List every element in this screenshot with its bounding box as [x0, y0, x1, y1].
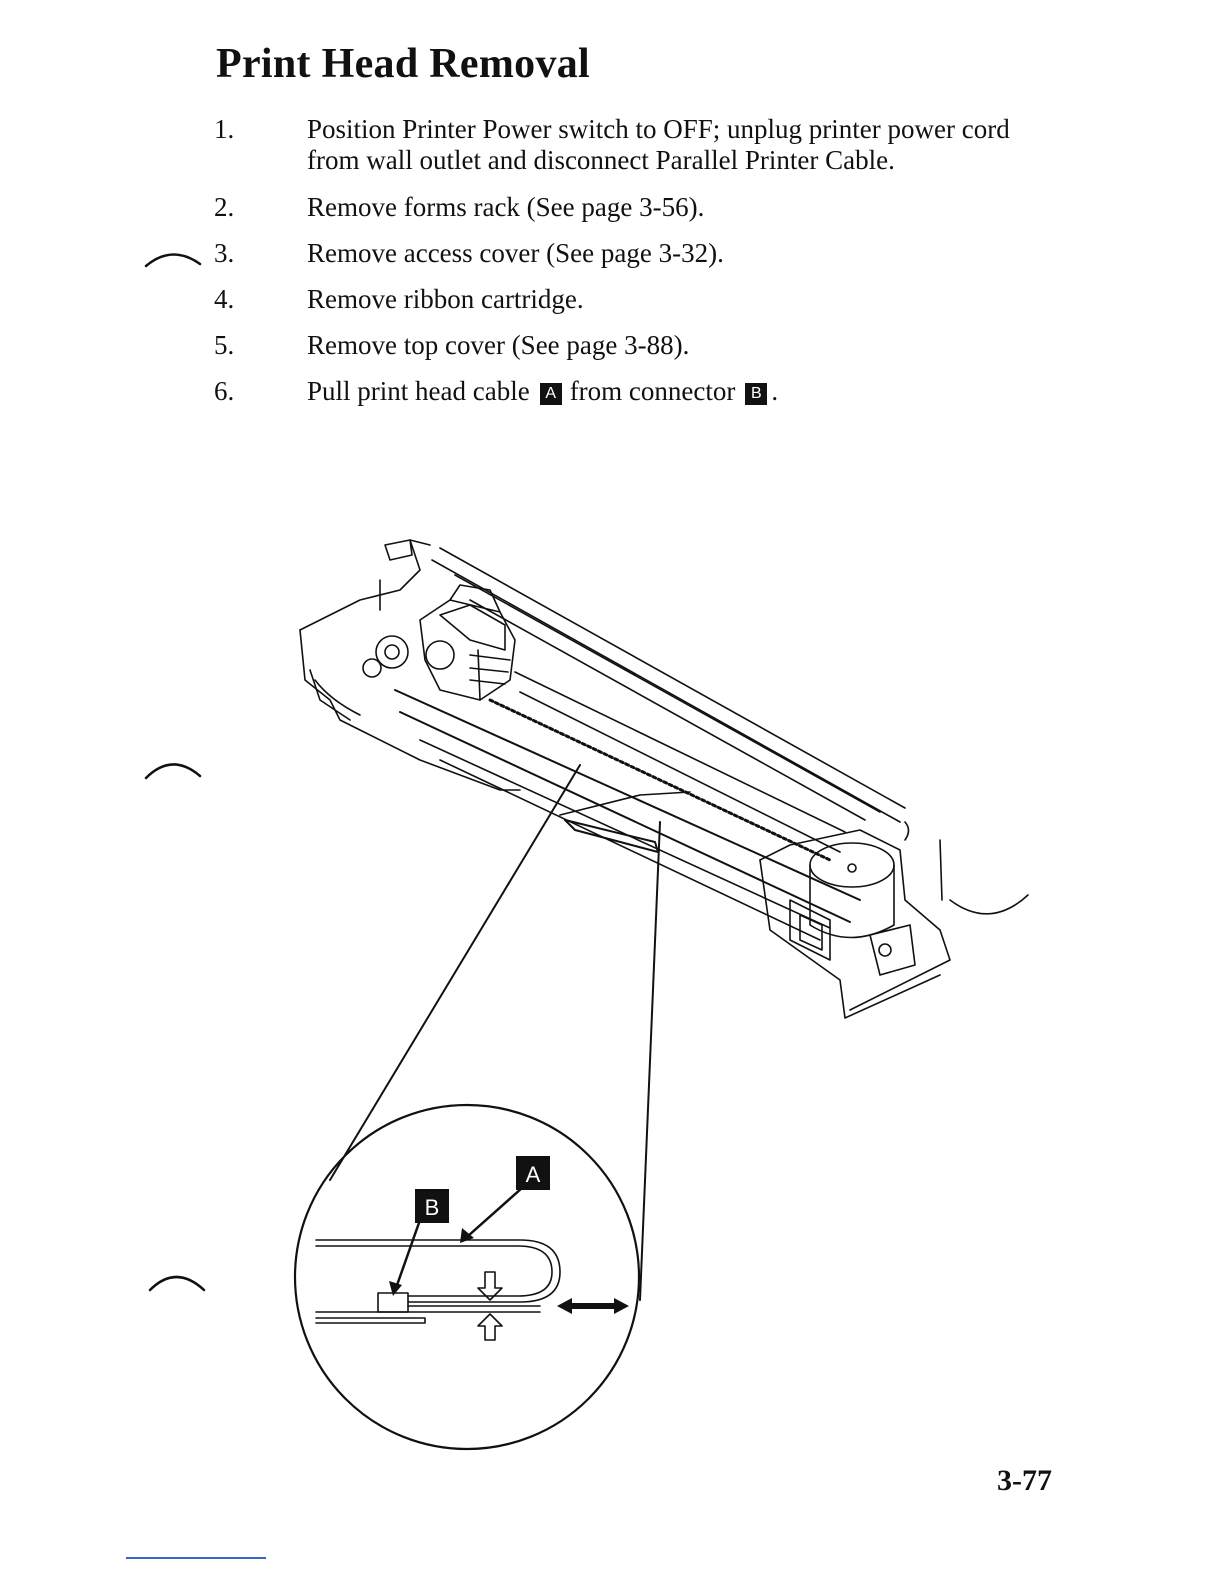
step-text: Position Printer Power switch to OFF; un… [307, 114, 1010, 175]
page-title: Print Head Removal [216, 41, 591, 87]
page-number: 3-77 [997, 1464, 1052, 1497]
step-text-after: . [771, 376, 779, 406]
double-arrow-icon [557, 1298, 629, 1314]
detail-cable-view [315, 1239, 561, 1341]
printer-mechanism-illustration [299, 539, 1029, 1019]
callout-a-leader [466, 1186, 524, 1238]
step-number: 4. [214, 284, 235, 314]
step-number: 5. [214, 330, 235, 360]
step-number: 3. [214, 238, 235, 268]
step-text: Remove ribbon cartridge. [307, 284, 584, 314]
step-text: Remove access cover (See page 3-32). [307, 238, 724, 268]
step-text-middle: from connector [569, 376, 736, 406]
step-number: 2. [214, 192, 235, 222]
callout-a-arrowhead [460, 1228, 474, 1243]
callout-b-label: B [425, 1195, 440, 1220]
callout-b-box [415, 1189, 449, 1223]
step-text: Remove forms rack (See page 3-56). [307, 192, 705, 222]
magnify-line-left [329, 764, 581, 1181]
detail-circle [293, 1103, 641, 1451]
step-number: 1. [214, 114, 235, 144]
step-number: 6. [214, 376, 235, 406]
footer-rule [126, 1557, 266, 1559]
callout-a-label: A [526, 1162, 541, 1187]
badge-b: B [745, 383, 768, 405]
margin-tab-mark [144, 763, 202, 780]
badge-a: A [539, 383, 562, 405]
step-2: 2. Remove forms rack (See page 3-56). [214, 192, 1074, 238]
step-4: 4. Remove ribbon cartridge. [214, 284, 1074, 330]
step-text: Remove top cover (See page 3-88). [307, 330, 690, 360]
margin-tab-mark [148, 1275, 206, 1292]
step-5: 5. Remove top cover (See page 3-88). [214, 330, 1074, 376]
callout-b-leader [394, 1218, 422, 1290]
step-3: 3. Remove access cover (See page 3-32). [214, 238, 1074, 284]
margin-tab-mark [144, 253, 202, 268]
instruction-list: 1. Position Printer Power switch to OFF;… [214, 114, 1074, 422]
step-1: 1. Position Printer Power switch to OFF;… [214, 114, 1074, 192]
down-arrow-icon [477, 1271, 503, 1301]
magnify-line-right [639, 821, 661, 1301]
up-arrow-icon [477, 1313, 503, 1341]
callout-b-arrowhead [389, 1281, 402, 1296]
callout-a-box [516, 1156, 550, 1190]
step-text-before: Pull print head cable [307, 376, 530, 406]
